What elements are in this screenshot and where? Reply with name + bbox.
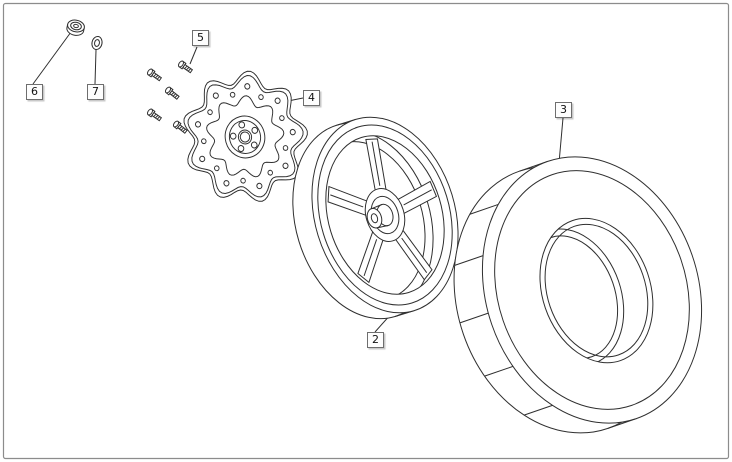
wheel-spoke-rib bbox=[371, 141, 381, 186]
bolt-illustration bbox=[172, 120, 188, 134]
axle-nut-illustration bbox=[66, 19, 85, 36]
bolt-illustration bbox=[177, 60, 194, 74]
disc-drill-hole bbox=[212, 92, 219, 99]
disc-edge-inner-line bbox=[187, 75, 304, 198]
illustration-line bbox=[184, 65, 188, 70]
callout-part-4[interactable]: 4 bbox=[303, 90, 320, 106]
leader-line-part-7 bbox=[94, 49, 97, 85]
disc-hub-chamfer bbox=[228, 120, 262, 154]
disc-drill-hole bbox=[274, 97, 281, 104]
hub-axle-hole bbox=[370, 213, 379, 224]
tire-bead-opening bbox=[539, 217, 654, 364]
tire-tread-line bbox=[459, 312, 489, 324]
tire-tread-line bbox=[469, 203, 499, 215]
illustration-line bbox=[170, 92, 175, 96]
washer-hole bbox=[94, 39, 100, 47]
disc-drill-hole bbox=[207, 109, 213, 116]
disc-drill-hole bbox=[282, 162, 289, 169]
illustration-line bbox=[182, 128, 186, 132]
disc-drill-hole bbox=[194, 121, 202, 128]
disc-drill-hole bbox=[244, 83, 251, 90]
wheel-spoke-rib bbox=[330, 194, 364, 208]
illustration-line bbox=[187, 68, 192, 72]
tire-tread-line bbox=[523, 404, 553, 416]
disc-drill-hole bbox=[289, 128, 296, 136]
illustration-line bbox=[180, 127, 185, 131]
illustration-line bbox=[174, 94, 178, 98]
bolt-illustration bbox=[164, 86, 180, 100]
disc-band-inner-edge bbox=[206, 95, 285, 178]
nut-hole bbox=[73, 23, 79, 29]
disc-drill-hole bbox=[258, 94, 264, 100]
disc-drill-hole bbox=[267, 169, 273, 176]
illustration-line bbox=[153, 73, 157, 78]
disc-drill-hole bbox=[214, 165, 220, 172]
illustration-line bbox=[371, 204, 382, 210]
illustration-line bbox=[178, 126, 183, 130]
illustration-line bbox=[156, 76, 161, 80]
disc-bolts-illustration bbox=[146, 60, 194, 134]
disc-bolt-hole bbox=[229, 132, 237, 140]
bolt-head-face bbox=[177, 60, 185, 68]
wheel-spoke-rib bbox=[401, 237, 428, 274]
bolt-head-face bbox=[164, 86, 172, 94]
disc-drill-hole bbox=[256, 182, 263, 190]
washer-illustration bbox=[91, 35, 103, 51]
wheel-spoke-rib bbox=[363, 239, 378, 277]
callout-part-2[interactable]: 2 bbox=[367, 332, 384, 348]
illustration-line bbox=[156, 116, 161, 120]
disc-drill-hole bbox=[279, 115, 285, 121]
disc-center-hole-inner bbox=[239, 131, 251, 143]
tire-sidewall-contour bbox=[494, 170, 690, 410]
disc-bolt-hole bbox=[250, 141, 258, 149]
wheel-rim-illustration bbox=[292, 116, 459, 320]
washer-outer bbox=[91, 35, 103, 51]
leader-line-part-5 bbox=[189, 46, 198, 65]
tire-tread-line bbox=[484, 365, 514, 377]
callout-part-3[interactable]: 3 bbox=[555, 102, 572, 118]
leader-line-part-3 bbox=[558, 117, 564, 164]
brake-disc-illustration bbox=[183, 70, 308, 202]
illustration-line bbox=[186, 66, 190, 71]
disc-drill-hole bbox=[223, 180, 230, 187]
illustration-line bbox=[153, 113, 157, 118]
bolt-head-face bbox=[172, 120, 180, 128]
disc-drill-hole bbox=[201, 138, 207, 145]
illustration-line bbox=[155, 114, 159, 119]
disc-bolt-hole bbox=[237, 145, 245, 153]
nut-chamfer bbox=[70, 21, 82, 31]
illustration-line bbox=[172, 93, 177, 97]
callout-part-6[interactable]: 6 bbox=[26, 84, 43, 100]
callout-part-5[interactable]: 5 bbox=[192, 30, 209, 46]
leader-line-part-6 bbox=[32, 31, 72, 85]
bolt-head-face bbox=[146, 68, 154, 76]
tire-illustration bbox=[453, 156, 703, 434]
disc-bolt-hole bbox=[238, 121, 246, 129]
illustration-line bbox=[155, 74, 159, 79]
tire-bead-lip bbox=[544, 223, 649, 358]
bolt-illustration bbox=[146, 68, 163, 82]
wheel-spokes bbox=[327, 138, 438, 284]
bolt-head-face bbox=[146, 108, 154, 116]
illustration-line bbox=[377, 225, 389, 229]
wheel-hub bbox=[364, 188, 406, 242]
wheel-spoke-rib bbox=[403, 189, 432, 206]
callout-part-7[interactable]: 7 bbox=[87, 84, 104, 100]
disc-bolt-hole bbox=[251, 126, 259, 134]
tire-tread-line bbox=[454, 255, 484, 266]
bolt-illustration bbox=[146, 108, 163, 122]
rim-inner-edge bbox=[325, 135, 445, 295]
rim-lip bbox=[317, 124, 453, 306]
disc-drill-hole bbox=[282, 145, 289, 151]
disc-drill-hole bbox=[229, 91, 236, 98]
disc-drill-hole bbox=[240, 177, 246, 184]
disc-drill-hole bbox=[199, 155, 206, 163]
